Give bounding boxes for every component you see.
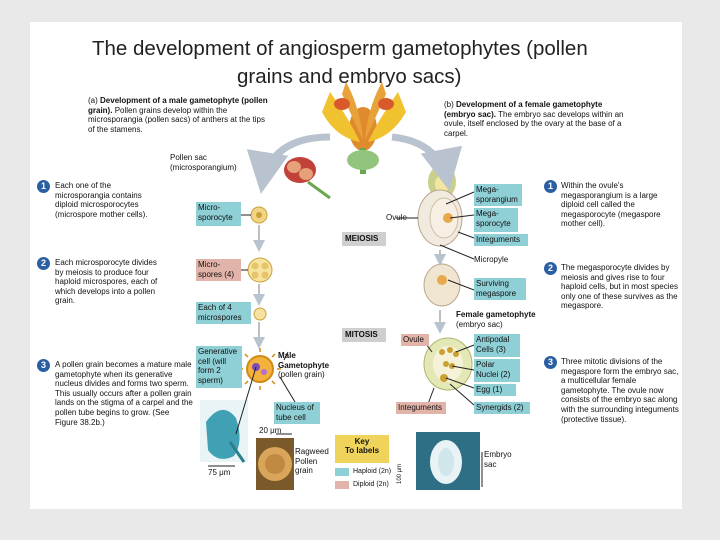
- scale-100um: 100 μm: [397, 463, 403, 484]
- label-megasporocyte: Mega-sporocyte: [474, 208, 518, 232]
- label-embryo-sac: Embryo sac: [484, 450, 512, 469]
- slide: The development of angiosperm gametophyt…: [30, 22, 682, 509]
- label-surviving-megaspore: Surviving megaspore: [474, 278, 526, 300]
- female-panel-tag: (b): [444, 100, 454, 109]
- female-panel-heading: (b) Development of a female gametophyte …: [444, 100, 634, 138]
- embryo-sac-micrograph: [416, 432, 480, 490]
- title-line-2: grains and embryo sacs): [237, 65, 462, 88]
- key-title: Key To labels: [335, 435, 389, 463]
- label-ragweed: Ragweed Pollen grain: [295, 447, 329, 476]
- label-female-gametophyte: Female gametophyte (embryo sac): [456, 310, 552, 329]
- step-badge-right-3: 3: [544, 356, 557, 369]
- step-right-2: The megasporocyte divides by meiosis and…: [561, 263, 678, 311]
- step-badge-left-1: 1: [37, 180, 50, 193]
- scale-75um: 75 μm: [208, 468, 231, 477]
- label-each-of-4: Each of 4 microspores: [196, 302, 251, 324]
- key-title-line-2: To labels: [344, 446, 380, 455]
- label-polar-nuclei: Polar Nuclei (2): [474, 359, 520, 382]
- embryo-sac-illustration: [423, 337, 473, 391]
- female-gametophyte-title: Female gametophyte: [456, 310, 536, 319]
- label-male-gametophyte: Male Gametophyte (pollen grain): [278, 351, 336, 380]
- step-badge-left-2: 2: [37, 257, 50, 270]
- step-badge-left-3: 3: [37, 359, 50, 372]
- male-panel-body: Pollen grains develop within the microsp…: [88, 105, 265, 134]
- male-panel-tag: (a): [88, 96, 98, 105]
- male-gametophyte-sub: (pollen grain): [278, 370, 325, 380]
- label-microsporocyte: Micro-sporocyte: [196, 202, 241, 226]
- ovule-illustration-mid: [423, 263, 461, 307]
- female-panel-title: Development of a female gametophyte: [456, 100, 603, 109]
- step-left-2: Each microsporocyte divides by meiosis t…: [55, 258, 158, 306]
- label-generative-cell: Generative cell (will form 2 sperm): [196, 346, 242, 388]
- key-title-line-1: Key: [354, 437, 370, 446]
- ragweed-micrograph: [256, 438, 294, 490]
- pollen-sac-label: Pollen sac (microsporangium): [170, 153, 237, 172]
- key-haploid-label: Haploid (2n): [353, 468, 392, 475]
- step-badge-right-2: 2: [544, 262, 557, 275]
- label-ovule-top: Ovule: [386, 213, 407, 222]
- label-synergids: Synergids (2): [474, 402, 530, 414]
- label-integuments: Integuments: [474, 234, 528, 246]
- scale-20um: 20 μm: [259, 426, 282, 435]
- male-panel-heading: (a) Development of a male gametophyte (p…: [88, 96, 270, 134]
- anther-illustration: [284, 157, 331, 200]
- label-megasporangium: Mega-sporangium: [474, 184, 522, 206]
- key-diploid-label: Diploid (2n): [353, 481, 389, 488]
- label-nucleus-tube-cell: Nucleus of tube cell: [274, 402, 320, 424]
- female-panel-body: The embryo sac develops within an ovule,…: [444, 109, 624, 138]
- male-panel-title-2: (pollen grain).: [88, 96, 268, 115]
- pollen-grain: [239, 348, 281, 390]
- label-meiosis: MEIOSIS: [342, 232, 386, 246]
- label-micropyle: Micropyle: [474, 255, 509, 264]
- key-haploid-swatch: [335, 468, 349, 476]
- label-mitosis: MITOSIS: [342, 328, 386, 342]
- ovule-illustration-top: [417, 189, 463, 247]
- diagram-artwork: [200, 82, 483, 490]
- step-left-3: A pollen grain becomes a mature male gam…: [55, 360, 193, 427]
- male-panel-title: Development of a male gametophyte: [100, 96, 240, 105]
- key-diploid-swatch: [335, 481, 349, 489]
- label-egg: Egg (1): [474, 384, 516, 396]
- label-integuments-bottom: Integuments: [396, 402, 446, 414]
- female-gametophyte-sub: (embryo sac): [456, 319, 503, 329]
- label-ovule-mid: Ovule: [401, 334, 429, 346]
- flower-illustration: [322, 82, 406, 174]
- label-microspores: Micro-spores (4): [196, 259, 241, 281]
- female-panel-title-2: (embryo sac).: [444, 109, 497, 119]
- pollen-tube-micrograph: [200, 400, 248, 463]
- step-right-3: Three mitotic divisions of the megaspore…: [561, 357, 679, 424]
- step-badge-right-1: 1: [544, 180, 557, 193]
- male-gametophyte-title: Male Gametophyte: [278, 351, 330, 370]
- label-antipodal-cells: Antipodal Cells (3): [474, 334, 520, 357]
- title-line-1: The development of angiosperm gametophyt…: [92, 37, 588, 60]
- step-right-1: Within the ovule's megasporangium is a l…: [561, 181, 661, 229]
- step-left-1: Each one of the microsporangia contains …: [55, 181, 148, 219]
